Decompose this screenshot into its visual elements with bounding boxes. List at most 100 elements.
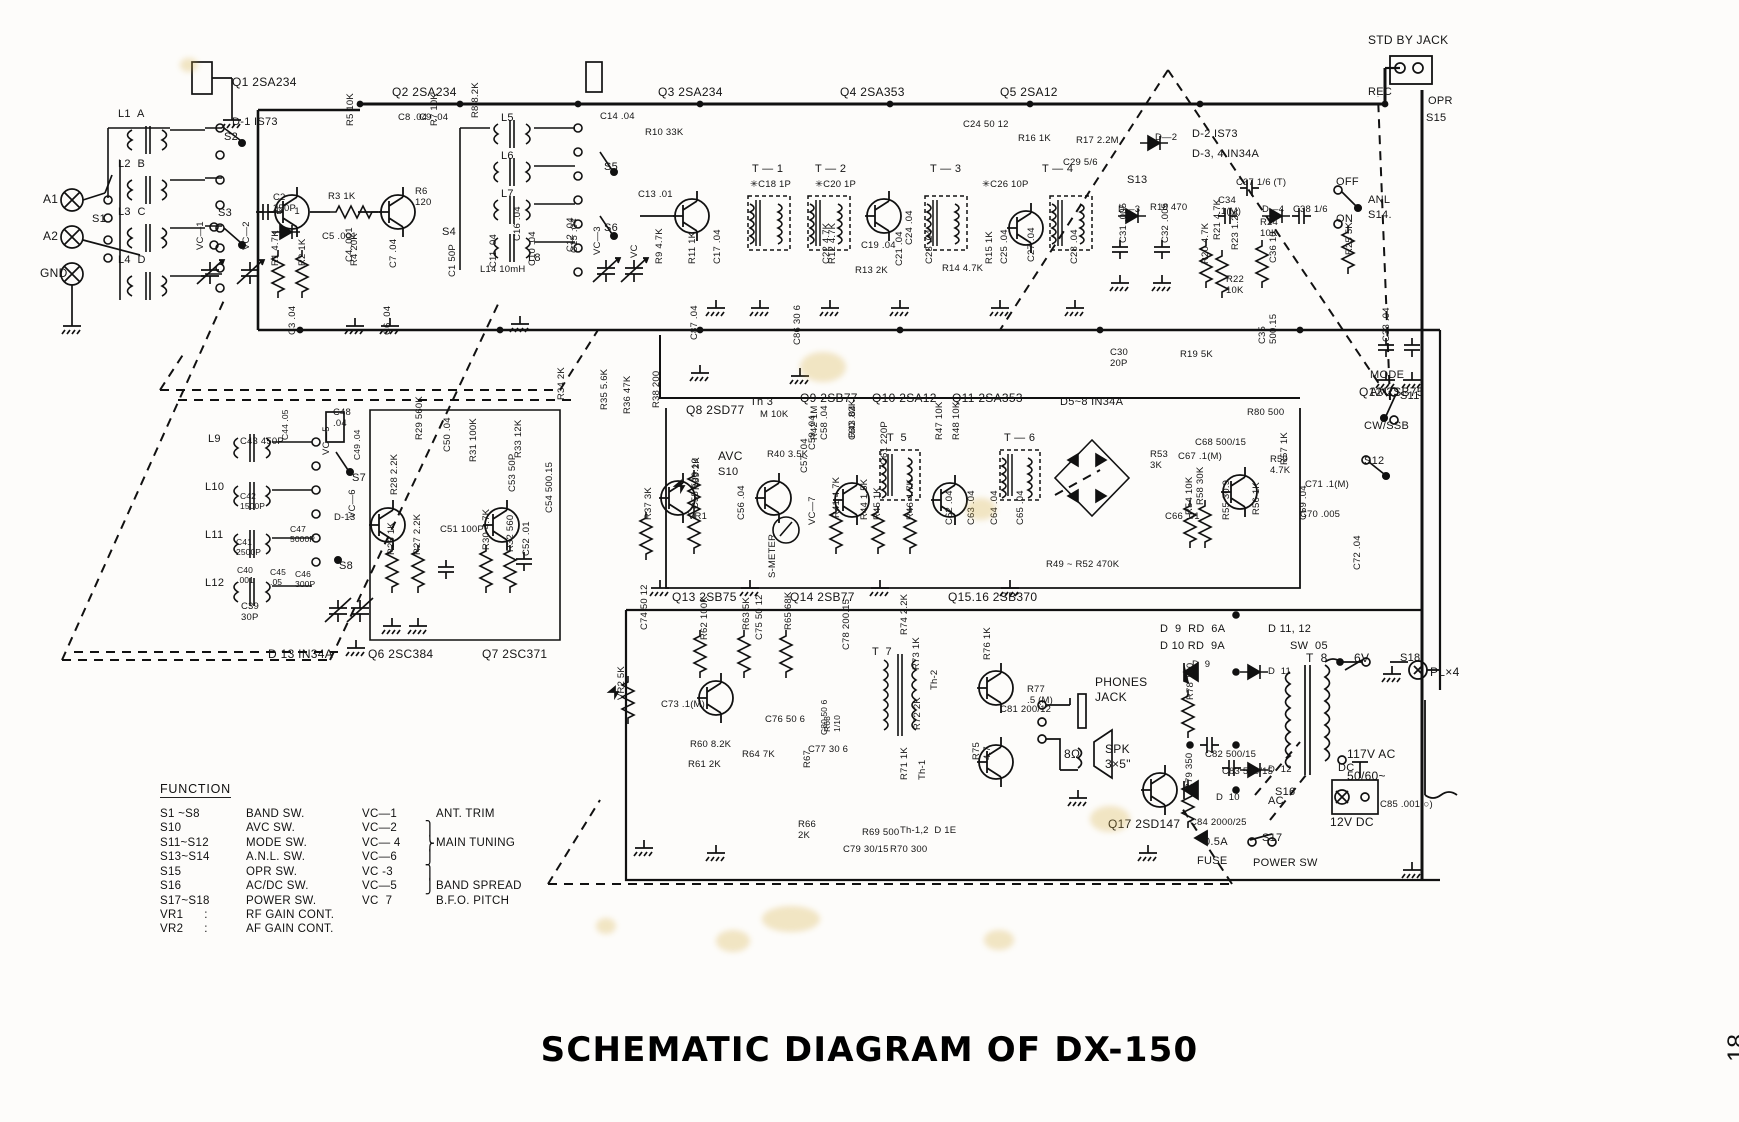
resistor-label-r4: R4 20K (349, 233, 360, 266)
resistor-label-r49_52: R49 ~ R52 470K (1046, 559, 1120, 570)
resistor-label-r18: R18 470 (1150, 202, 1188, 213)
legend-vc: VC—5 (362, 880, 398, 893)
t6-label: T — 6 (1004, 432, 1036, 444)
fuse-label: FUSE (1197, 855, 1228, 867)
capacitor-label-c81: C81 200/12 (1000, 704, 1052, 715)
capacitor-label-c25: C25 .04 (999, 229, 1010, 264)
antenna-a1-label: A1 (43, 192, 59, 206)
resistor-label-r68: R68 1/10 (822, 715, 842, 732)
capacitor-label-c38: C38 1/6 (1293, 204, 1328, 215)
misc-label-d12: D 12 (1268, 764, 1292, 775)
cw-ssb-label: CW/SSB (1364, 420, 1410, 432)
resistor-label-r27: R27 2.2K (412, 513, 423, 555)
capacitor-label-c42: C42 1500P (240, 491, 266, 511)
t4-label: T — 4 (1042, 163, 1074, 175)
capacitor-label-c58: C58 .04 (819, 405, 830, 440)
resistor-label-r31: R31 100K (468, 418, 479, 462)
capacitor-label-c26: ✳C26 10P (982, 179, 1029, 190)
t2-label: T — 2 (815, 163, 847, 175)
d1112-label: D 11, 12 (1268, 623, 1312, 635)
capacitor-label-c79: C79 30/15 (843, 844, 889, 855)
misc-label-d10lbl: D 10 (1216, 792, 1240, 803)
capacitor-label-c16: C16 .04 (512, 206, 523, 241)
legend-vc: VC 7 (362, 894, 393, 907)
resistor-label-r61: R61 2K (688, 759, 721, 770)
resistor-label-r12: R12 4.7K (827, 222, 838, 264)
gnd-label: GND (40, 266, 68, 280)
legend-vc: VC -3 (362, 865, 393, 878)
q2-label: Q2 2SA234 (392, 85, 457, 99)
capacitor-label-c40: C40 .001 (237, 565, 254, 585)
anl-label: ANL (1368, 194, 1391, 206)
s3-label: S3 (218, 207, 233, 219)
d34-label: D-3, 4 IN34A (1192, 148, 1260, 160)
resistor-label-r8: R8 8.2K (470, 82, 481, 118)
resistor-label-r11: R11 1K (687, 231, 698, 264)
legend-function: AVC SW. (246, 822, 296, 834)
resistor-label-r35: R35 5.6K (599, 368, 610, 410)
resistor-label-r79: R79 350 (1184, 752, 1195, 790)
capacitor-label-c48: C48 .04 (333, 407, 352, 429)
dc-label: DC (1338, 762, 1355, 774)
6v-label: 6V (1354, 651, 1370, 665)
legend-vc-function: BAND SPREAD (436, 880, 522, 893)
misc-label-th1: Th-1 (917, 759, 928, 780)
s13-label: S13 (1127, 174, 1148, 186)
legend-vr-row: VR2 :AF GAIN CONT. (160, 923, 556, 937)
misc-label-vc1: VC—1 (195, 221, 206, 250)
resistor-label-r38: R38 200 (651, 370, 662, 408)
plx4-label: PL×4 (1430, 665, 1460, 679)
capacitor-label-c82: C82 500/15 (1205, 749, 1257, 760)
s8-label: S8 (339, 560, 354, 572)
misc-label-vc4: VC (629, 244, 640, 258)
capacitor-label-c87: C87 .04 (689, 305, 700, 340)
misc-label-d11: D 11 (1268, 666, 1292, 677)
legend-function: MODE SW. (246, 836, 308, 849)
resistor-label-r62: R62 100K (699, 596, 710, 640)
resistor-label-r39: R39 2K (691, 457, 702, 490)
resistor-label-r15: R15 1K (984, 231, 995, 264)
capacitor-label-c46: C46 300P (295, 569, 316, 589)
resistor-label-r67: R67 (802, 749, 813, 768)
capacitor-label-c74: C74 50 12 (639, 584, 650, 630)
s18-label: S18 (1400, 652, 1421, 664)
capacitor-label-c47: C47 5000P (290, 524, 316, 544)
resistor-label-r53: R53 3K (1150, 449, 1169, 471)
capacitor-label-c2: C2 250P (273, 192, 296, 214)
s1-label: S1 (92, 213, 107, 225)
resistor-label-r76: R76 1K (982, 627, 993, 660)
capacitor-label-c45: C45 .05 (270, 567, 286, 587)
legend-vc: VC—1 (362, 808, 398, 820)
capacitor-label-c65: C65 .04 (1015, 490, 1026, 525)
resistor-label-r65: R65 68K (783, 591, 794, 630)
q8-label: Q8 2SD77 (686, 403, 745, 417)
legend-vr-function: AF GAIN CONT. (246, 922, 334, 935)
t1-label: T — 1 (752, 163, 784, 175)
capacitor-label-c41: C41 2500P (236, 537, 262, 557)
mode-label: MODE (1370, 369, 1405, 381)
legend-switch: S13~S14 (160, 851, 210, 864)
t8-label: T 8 (1306, 651, 1328, 665)
capacitor-label-c7: C7 .04 (388, 238, 399, 268)
resistor-label-r43: R43 82K (847, 399, 858, 438)
l7-label: L7 (501, 188, 514, 200)
legend-switch: S17~S18 (160, 894, 210, 907)
resistor-label-r25: R25 5K (1344, 222, 1355, 255)
opr-label: OPR (1428, 95, 1453, 107)
capacitor-label-c14: C14 .04 (600, 111, 635, 122)
s4-label: S4 (442, 226, 457, 238)
resistor-label-r45: R45 1K (872, 487, 883, 520)
d58-label: D5~8 IN34A (1060, 396, 1124, 408)
t7-label: T 7 (872, 646, 892, 658)
resistor-label-r32: R32 560 (505, 514, 516, 552)
capacitor-label-c37: C37 1/6 (T) (1236, 177, 1287, 188)
capacitor-label-c44: C44 .05 (280, 409, 290, 440)
resistor-label-r55: R55 30.9 (1221, 479, 1232, 520)
resistor-label-r37: R37 3K (643, 487, 654, 520)
resistor-label-r58: R58 30K (1195, 466, 1206, 505)
